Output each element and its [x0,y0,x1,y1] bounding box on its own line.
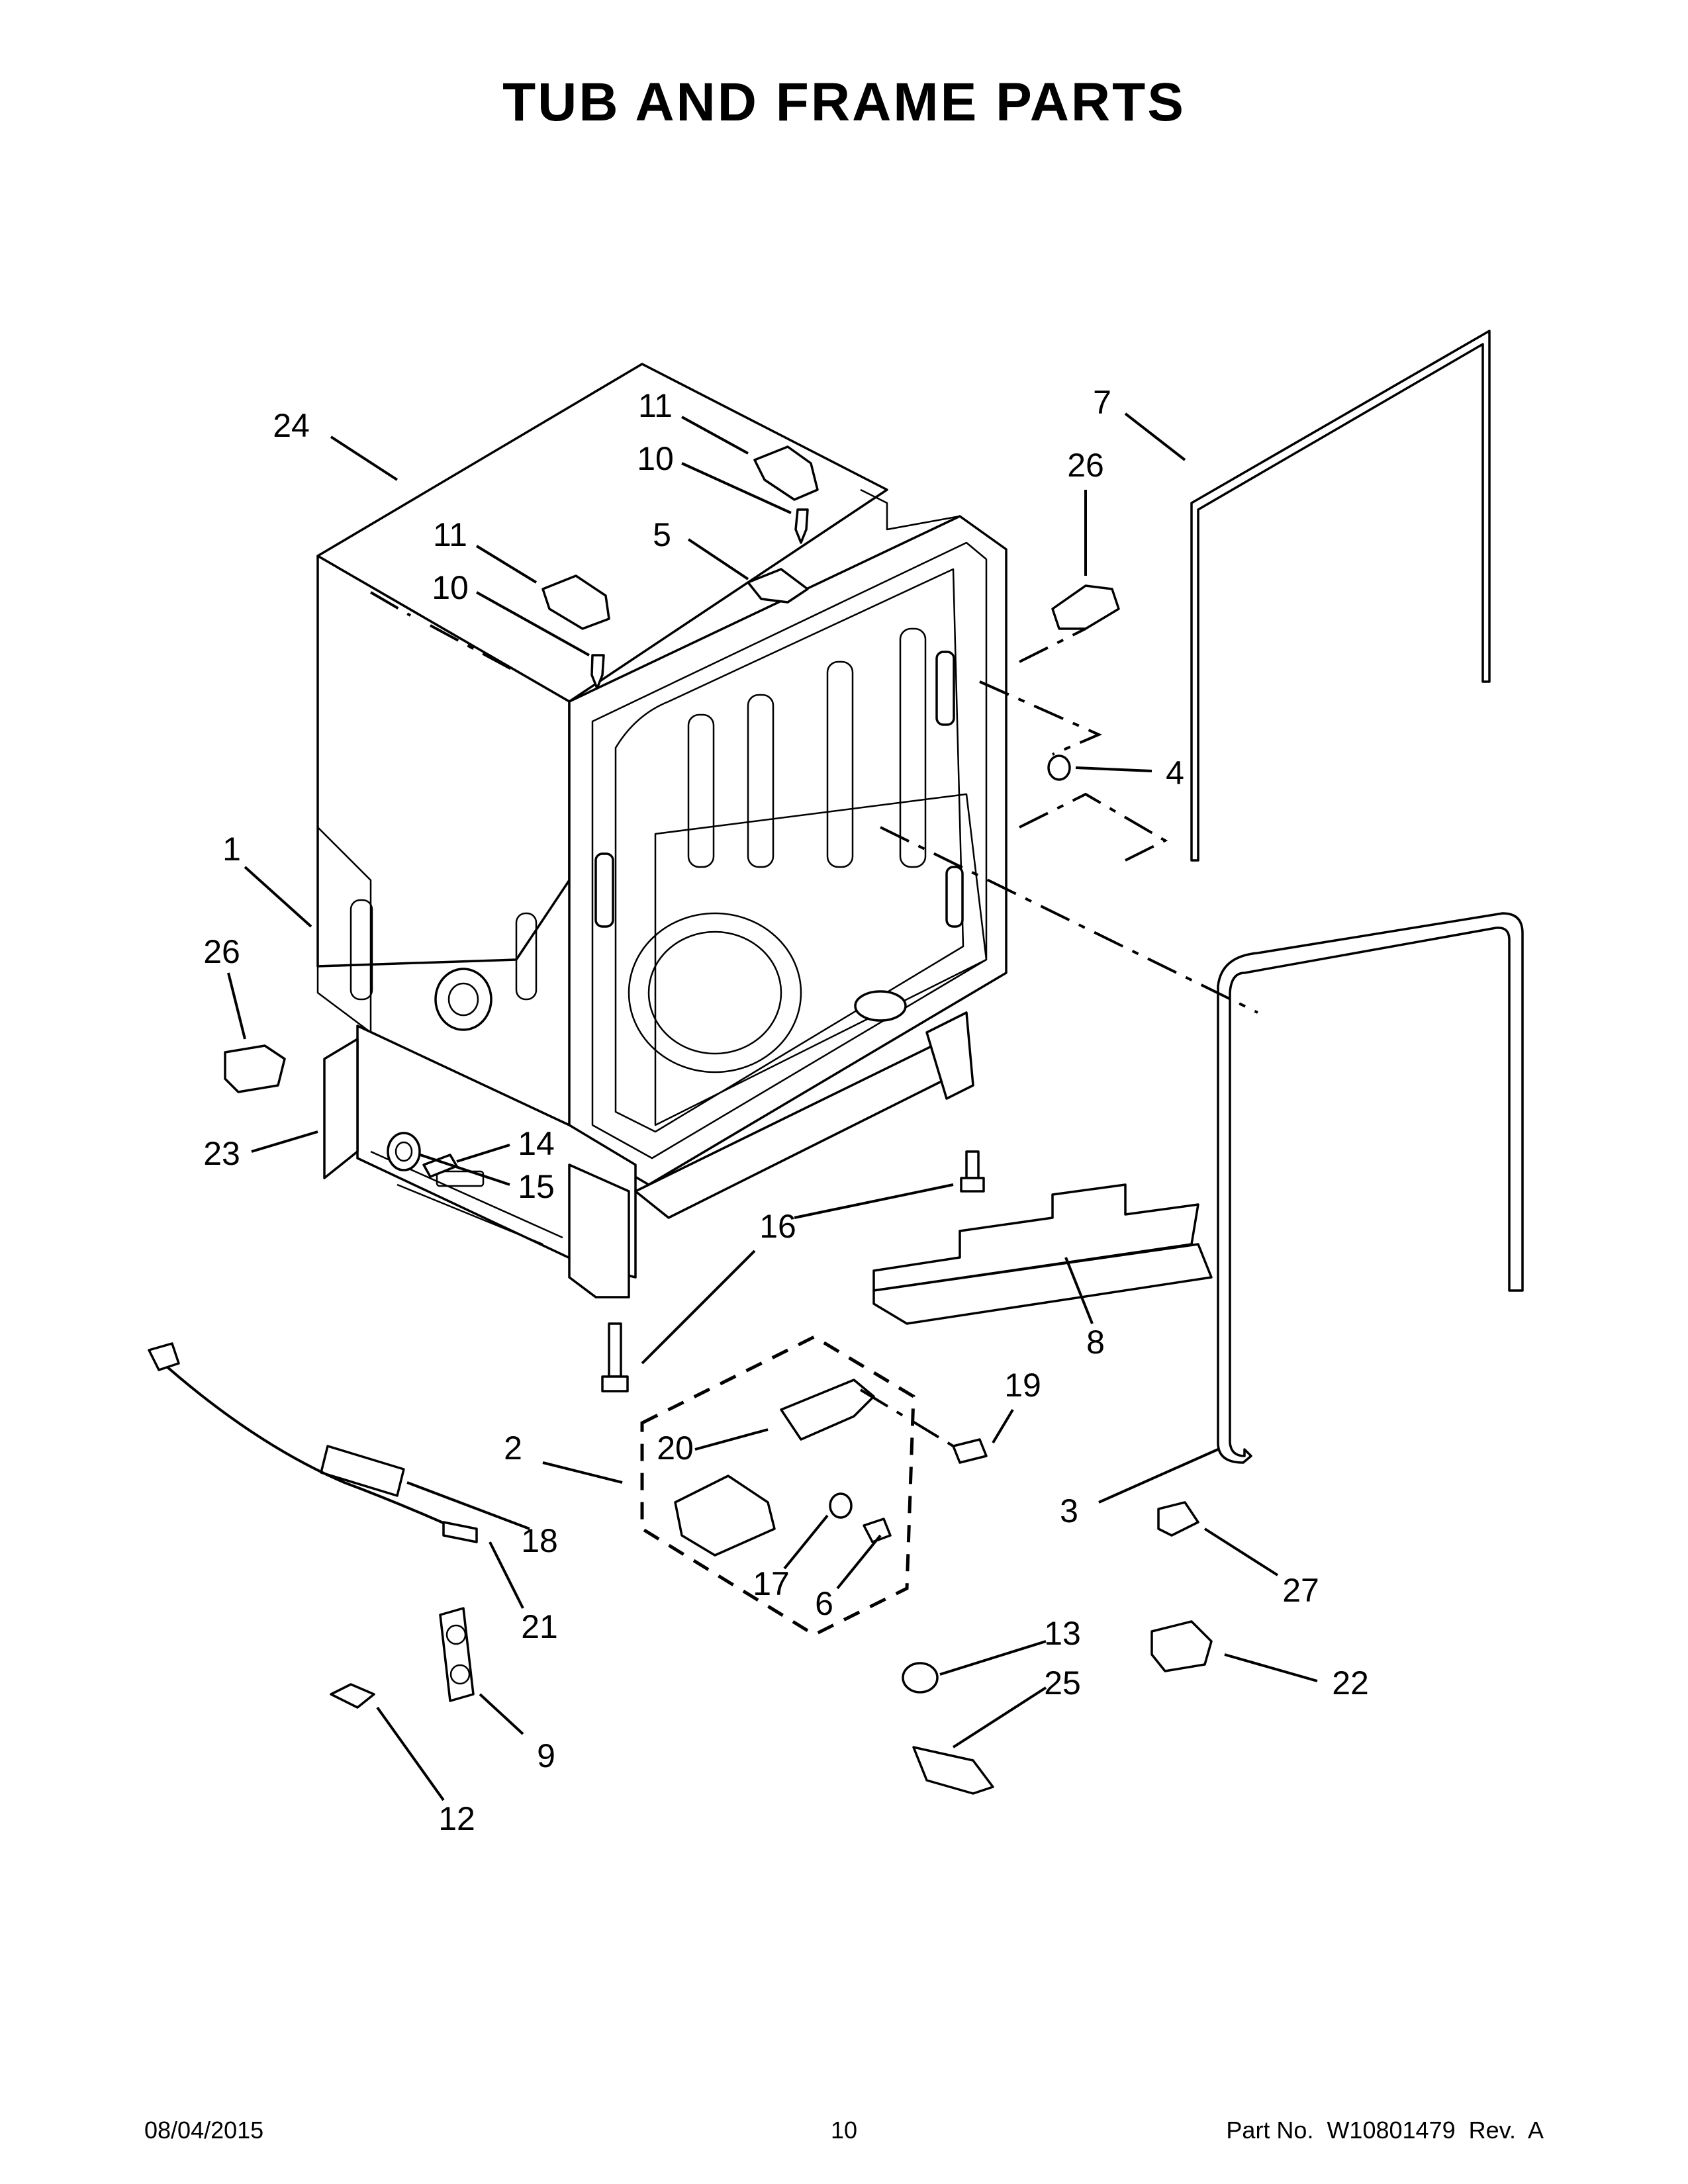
page-title: TUB AND FRAME PARTS [502,72,1186,132]
callout-17: 17 [753,1565,790,1602]
callout-1: 1 [222,831,241,868]
callout-5: 5 [653,516,671,553]
callout-22: 22 [1332,1664,1369,1702]
callout-24: 24 [273,407,310,444]
callout-27: 27 [1282,1572,1319,1609]
callout-20: 20 [657,1430,694,1467]
footer-page-number: 10 [830,2116,858,2144]
door-gasket-7 [1190,330,1491,862]
callout-26: 26 [203,933,240,970]
footer-date: 08/04/2015 [144,2116,264,2144]
callout-25: 25 [1044,1664,1081,1702]
callout-8: 8 [1086,1324,1105,1361]
callout-2: 2 [504,1430,522,1467]
callout-4: 4 [1166,754,1184,792]
leader-lines [227,412,1318,1801]
callout-18: 18 [521,1522,558,1559]
callout-9: 9 [537,1737,555,1774]
small-parts [148,445,1213,1795]
callout-19: 19 [1004,1367,1041,1404]
callout-26: 26 [1067,447,1104,484]
callout-11: 11 [638,387,673,424]
footer-part-number: Part No. W10801479 Rev. A [1226,2116,1544,2144]
callout-3: 3 [1060,1492,1078,1529]
callout-21: 21 [521,1608,558,1645]
callout-7: 7 [1093,384,1111,421]
callout-15: 15 [518,1168,555,1205]
tub-assembly [316,363,1008,1186]
base-frame [323,1011,974,1298]
callout-16: 16 [759,1208,796,1245]
callout-12: 12 [438,1800,475,1837]
callout-13: 13 [1044,1615,1081,1652]
callout-10: 10 [637,440,674,477]
assembly-lines [369,591,1258,1637]
panel-8 [872,1183,1213,1325]
callout-23: 23 [203,1135,240,1172]
callout-labels: 24 11 10 7 26 11 5 10 4 1 26 14 23 15 16… [203,384,1369,1837]
callout-6: 6 [815,1585,833,1622]
callout-14: 14 [518,1125,555,1162]
callout-10: 10 [432,569,469,606]
callout-11: 11 [433,516,467,553]
tub-gasket-3 [1217,912,1524,1464]
